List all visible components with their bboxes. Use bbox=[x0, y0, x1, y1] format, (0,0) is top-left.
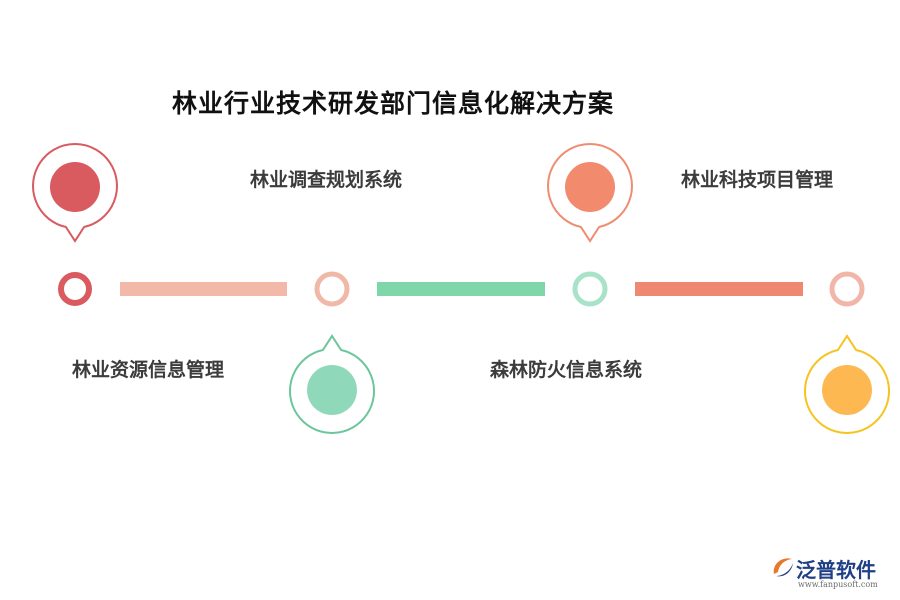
step-label-1: 林业资源信息管理 bbox=[72, 359, 225, 381]
brand-watermark: 泛普软件 www.fanpusoft.com bbox=[768, 552, 892, 592]
connector-bar-1 bbox=[120, 282, 287, 296]
brand-name: 泛普软件 bbox=[796, 558, 876, 582]
step-label-4: 林业科技项目管理 bbox=[681, 169, 834, 191]
diagram-title: 林业行业技术研发部门信息化解决方案 bbox=[172, 89, 615, 118]
map-pin-2 bbox=[289, 334, 375, 435]
map-pin-1 bbox=[32, 142, 118, 243]
connector-bar-3 bbox=[635, 282, 803, 296]
connector-bar-2 bbox=[377, 282, 545, 296]
map-pin-3 bbox=[547, 142, 633, 243]
map-pin-4 bbox=[804, 334, 890, 435]
step-label-3: 森林防火信息系统 bbox=[490, 359, 643, 381]
timeline-node-2 bbox=[314, 271, 350, 307]
timeline-node-3 bbox=[572, 271, 608, 307]
brand-logo-icon bbox=[773, 558, 793, 577]
timeline-node-1 bbox=[58, 272, 92, 306]
timeline-node-4 bbox=[829, 271, 865, 307]
brand-url: www.fanpusoft.com bbox=[798, 580, 878, 589]
step-label-2: 林业调查规划系统 bbox=[250, 169, 403, 191]
